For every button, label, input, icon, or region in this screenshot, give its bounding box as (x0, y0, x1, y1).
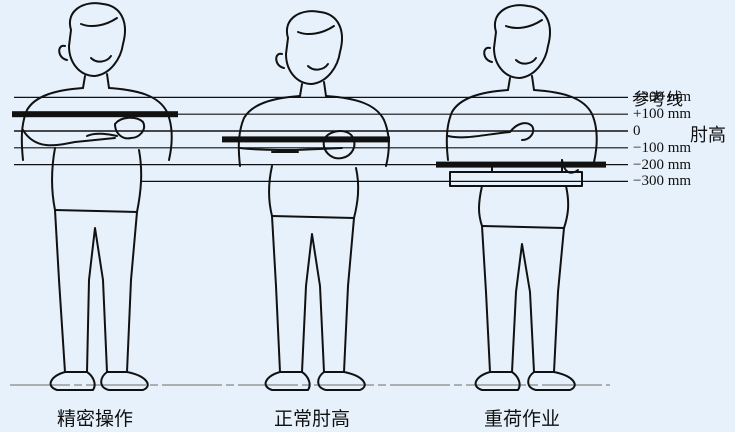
reference-line-label: 0 (633, 123, 641, 139)
reference-line-label: +200 mm (633, 89, 692, 106)
work-surface (12, 111, 178, 118)
caption-normal-elbow-height: 正常肘高 (273, 409, 351, 430)
reference-line-label: −300 mm (633, 173, 692, 190)
worker-figure-normal (237, 10, 390, 391)
caption-heavy-work: 重荷作业 (483, 409, 561, 430)
reference-line-label: +100 mm (633, 106, 692, 123)
elbow-height-label: 肘高 (690, 125, 726, 145)
worker-figure-heavy (445, 4, 598, 391)
reference-line-label: −200 mm (633, 156, 692, 173)
reference-lines-title: 参考线 (632, 90, 683, 109)
caption-precision-work: 精密操作 (56, 409, 134, 430)
worker-figure-precision (20, 2, 173, 391)
reference-line-label: −100 mm (633, 139, 692, 156)
work-surfaces (12, 111, 606, 168)
work-surface (436, 161, 606, 168)
work-surface (222, 136, 390, 143)
